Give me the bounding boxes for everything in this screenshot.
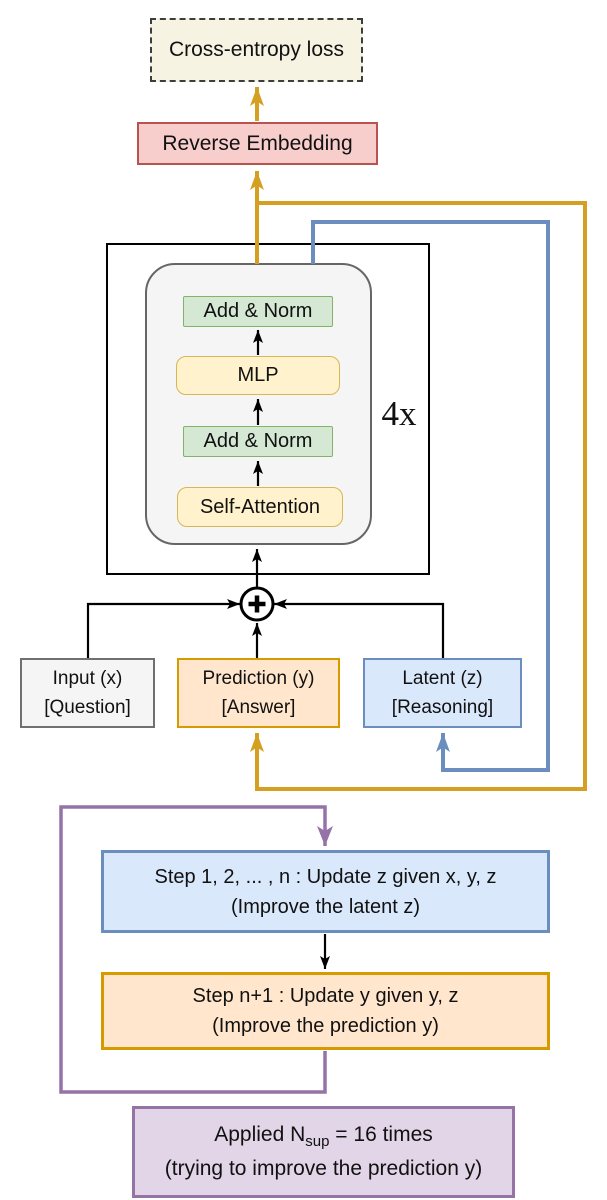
step-update-z-line2: (Improve the latent z) [231,895,420,918]
add-norm-top-box: Add & Norm [183,296,333,327]
wire-latent-to-sum [274,599,445,658]
reverse-embedding-box: Reverse Embedding [137,122,378,165]
prediction-y-label: Prediction (y) [202,667,315,689]
repeat-4x-label: 4x [381,394,417,434]
add-norm-bottom-label: Add & Norm [203,430,313,453]
applied-nsup-line2: (trying to improve the prediction y) [164,1156,483,1180]
prediction-y-box: Prediction (y) [Answer] [177,658,340,728]
reverse-embedding-label: Reverse Embedding [162,131,353,155]
step-update-y-box: Step n+1 : Update y given y, z (Improve … [101,972,550,1050]
input-x-sublabel: [Question] [44,697,131,718]
mlp-label: MLP [237,364,279,387]
cross-entropy-loss-label: Cross-entropy loss [168,38,345,62]
step-update-z-line1: Step 1, 2, ... , n : Update z given x, y… [154,865,497,888]
self-attention-label: Self-Attention [199,495,321,518]
add-norm-top-label: Add & Norm [203,300,313,323]
applied-nsup-box: Applied Nsup = 16 times (trying to impro… [132,1106,515,1198]
add-norm-bottom-box: Add & Norm [183,426,333,457]
latent-z-box: Latent (z) [Reasoning] [363,658,522,728]
input-x-label: Input (x) [52,667,123,689]
input-x-box: Input (x) [Question] [20,658,155,728]
sum-operator-icon [239,586,275,622]
latent-z-label: Latent (z) [402,667,483,689]
wire-input-to-sum [86,599,240,658]
prediction-y-sublabel: [Answer] [221,697,296,718]
step-update-y-line1: Step n+1 : Update y given y, z [192,985,459,1007]
applied-nsup-line1: Applied Nsup = 16 times [214,1122,433,1150]
nsup-subscript: sup [305,1132,330,1150]
step-update-z-box: Step 1, 2, ... , n : Update z given x, y… [101,850,550,933]
mlp-box: MLP [176,356,340,395]
latent-z-sublabel: [Reasoning] [391,697,494,718]
step-update-y-line2: (Improve the prediction y) [212,1015,439,1037]
cross-entropy-loss-box: Cross-entropy loss [150,18,363,82]
self-attention-box: Self-Attention [177,487,343,527]
